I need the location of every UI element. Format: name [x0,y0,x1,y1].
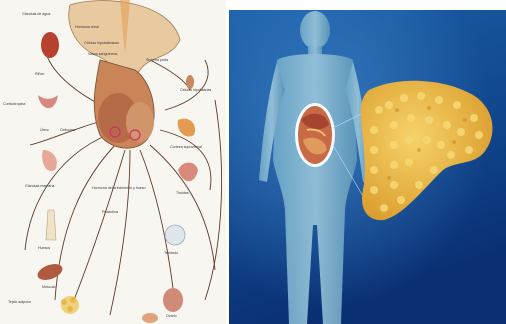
diagram-label: Células hipofisarias [180,88,211,92]
diagram-label: Ovario [166,314,177,318]
diagram-label: Huesos [38,246,50,250]
diagram-label: Músculo [42,285,55,289]
diagram-label: Células hipotalámicas [84,41,119,45]
diagram-label: Sistema porta [146,58,168,62]
diagram-label: Útero [40,128,49,132]
diagram-label: Riñón [35,72,44,76]
diagram-label: Hormona del crecimiento y hueso [92,186,146,190]
pancreas-illustration-art [229,10,506,324]
pancreas-illustration-image [229,10,506,324]
diagram-label: Vasos sanguíneos [88,52,117,56]
endocrine-diagram-art [0,0,226,324]
diagram-label: Tiroides [176,191,189,195]
diagram-label: Prolactina [102,210,118,214]
diagram-label: Tejido adiposo [8,300,31,304]
diagram-label: Glándula mamaria [25,184,54,188]
diagram-label: Glándula de agua [22,12,50,16]
diagram-label: Hormona renal [75,25,99,29]
diagram-label: Testículo [164,251,178,255]
endocrine-diagram-image: Glándula de agua Hormona renal Células h… [0,0,226,324]
diagram-label: Oxitocina [60,128,75,132]
diagram-label: Corticotropina [3,102,25,106]
diagram-label: Corteza suprarrenal [170,145,202,149]
